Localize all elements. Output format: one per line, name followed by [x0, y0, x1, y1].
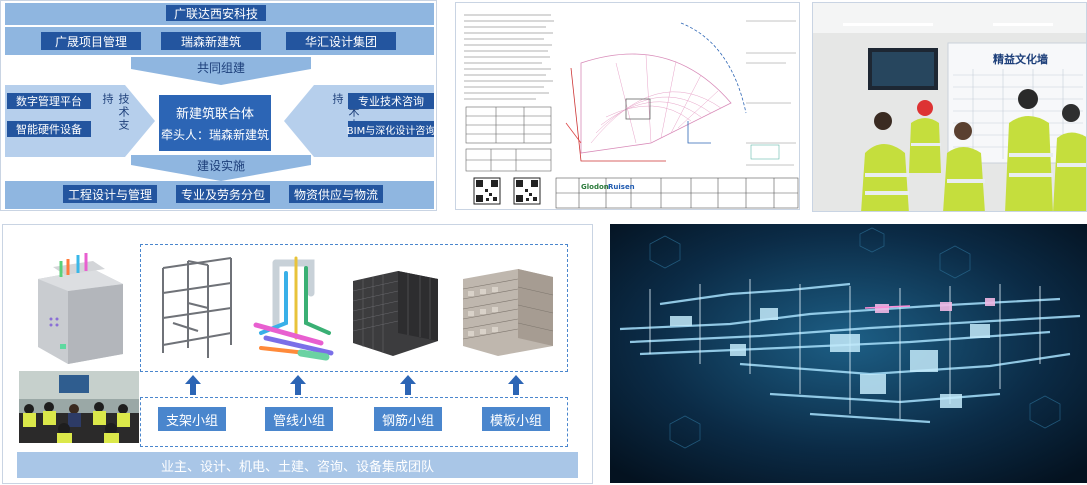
right-item-label: 专业技术咨询 [358, 95, 424, 108]
right-item-2: BIM与深化设计咨询 [346, 121, 436, 137]
member-label: 瑞森新建筑 [180, 34, 241, 49]
member-box-3: 华汇设计集团 [286, 32, 396, 50]
arrow-up-icon [185, 375, 201, 395]
mep-3d-render [610, 224, 1087, 483]
mep-render-panel [610, 224, 1087, 483]
qr-code-icon [513, 177, 541, 205]
right-item-label: BIM与深化设计咨询 [346, 125, 436, 137]
arrow-bottom-label: 建设实施 [196, 159, 245, 173]
worker-figure [943, 122, 985, 211]
bottom-item-2: 专业及劳务分包 [176, 185, 270, 203]
bottom-item-3: 物资供应与物流 [289, 185, 383, 203]
models-dashed-frame [140, 244, 568, 372]
group-box-support: 支架小组 [158, 407, 226, 431]
cad-drawing: Glodon Ruisen [464, 14, 799, 209]
group-label: 支架小组 [165, 413, 218, 429]
org-diagram-panel: 广联达西安科技 广晟项目管理 瑞森新建筑 华汇设计集团 共同组建 新建筑联合体 … [0, 0, 437, 211]
bottom-item-label: 专业及劳务分包 [180, 187, 265, 202]
group-box-rebar: 钢筋小组 [374, 407, 442, 431]
org-top-title-text: 广联达西安科技 [173, 6, 258, 21]
bottom-item-1: 工程设计与管理 [63, 185, 157, 203]
left-item-2: 智能硬件设备 [7, 121, 91, 137]
right-item-1: 专业技术咨询 [348, 93, 434, 109]
member-label: 广晟项目管理 [54, 34, 127, 49]
bim-team-panel: 支架小组 管线小组 钢筋小组 模板小组 业主、设计、机电、土建、咨询、设备集成团… [2, 224, 593, 484]
group-box-formwork: 模板小组 [482, 407, 550, 431]
member-box-2: 瑞森新建筑 [161, 32, 261, 50]
workers-photo: 精益文化墙 [813, 3, 1086, 211]
group-label: 管线小组 [272, 413, 325, 429]
arrow-down-top [131, 57, 311, 85]
formwork-model [462, 269, 554, 356]
member-label: 华汇设计集团 [304, 34, 377, 49]
glodon-logo: Glodon [581, 183, 609, 191]
title-block [555, 177, 799, 209]
member-box-1: 广晟项目管理 [41, 32, 141, 50]
org-top-title: 广联达西安科技 [166, 5, 266, 21]
qr-code-icon [473, 177, 501, 205]
left-item-label: 数字管理平台 [16, 95, 82, 108]
groups-dashed-frame [140, 397, 568, 447]
meeting-photo [19, 371, 139, 443]
annotation-lines [746, 20, 796, 166]
notes-text-lines [464, 14, 554, 100]
arrow-up-icon [290, 375, 306, 395]
building-model-icon [38, 253, 123, 364]
bottom-item-label: 物资供应与物流 [293, 187, 378, 202]
wall-title: 精益文化墙 [993, 52, 1048, 66]
center-line-2: 牵头人：瑞森新建筑 [160, 128, 269, 142]
center-line-1: 新建筑联合体 [175, 107, 254, 122]
team-bottom-bar: 业主、设计、机电、土建、咨询、设备集成团队 [17, 452, 578, 478]
arrow-down-bottom [131, 155, 311, 181]
pipeline-model [253, 256, 334, 361]
worker-figure [1005, 89, 1053, 211]
left-item-1: 数字管理平台 [7, 93, 91, 109]
rebar-model [352, 271, 438, 356]
worker-figure [861, 112, 909, 211]
plan-fan-shape [565, 22, 747, 162]
worker-figure [1053, 104, 1086, 211]
group-label: 模板小组 [489, 413, 542, 429]
spec-table [465, 106, 552, 172]
ruisen-logo: Ruisen [608, 183, 635, 191]
cad-drawing-panel: Glodon Ruisen [455, 2, 800, 210]
left-item-label: 智能硬件设备 [16, 123, 82, 136]
group-label: 钢筋小组 [381, 413, 434, 429]
arrow-up-icon [508, 375, 524, 395]
site-photo-panel: 精益文化墙 [812, 2, 1087, 212]
center-box: 新建筑联合体 牵头人：瑞森新建筑 [159, 95, 271, 151]
support-frame-model [162, 257, 232, 358]
group-box-pipeline: 管线小组 [265, 407, 333, 431]
worker-figure [909, 100, 941, 173]
bottom-item-label: 工程设计与管理 [67, 187, 152, 202]
arrow-top-label: 共同组建 [196, 61, 245, 75]
left-support-label: 技术支持 [101, 93, 130, 132]
team-bottom-label: 业主、设计、机电、土建、咨询、设备集成团队 [160, 459, 434, 475]
arrow-up-icon [400, 375, 416, 395]
